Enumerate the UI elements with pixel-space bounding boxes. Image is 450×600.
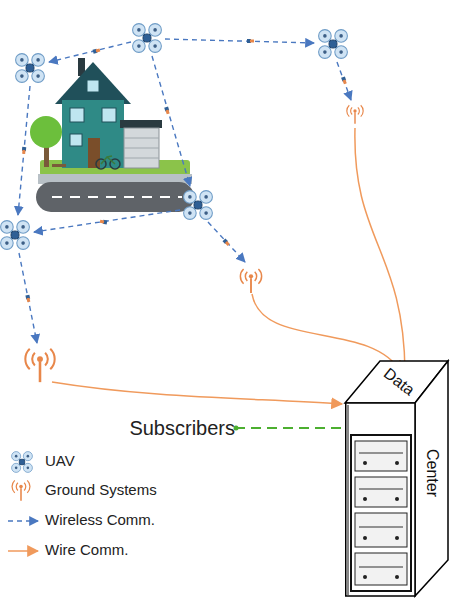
server-slot (359, 567, 403, 568)
house-wall (62, 100, 124, 168)
server-slot (359, 527, 403, 528)
legend-text: Ground Systems (45, 481, 157, 499)
legend-wireless-sample (8, 520, 38, 521)
tree-crown (30, 116, 62, 148)
wireless-link (49, 42, 131, 62)
packet (25, 295, 30, 303)
packet (247, 39, 254, 43)
subscribers-label: Subscribers (108, 414, 235, 442)
server-unit (355, 441, 407, 471)
legend-uav-sample (12, 452, 33, 473)
server-unit (355, 477, 407, 507)
server-led (395, 536, 399, 540)
garage-roof (120, 120, 162, 128)
server-led (395, 575, 399, 579)
wireless-link (152, 56, 190, 186)
window (102, 108, 116, 122)
wire-link (355, 128, 405, 372)
uav-icon (16, 54, 45, 83)
rack-frame (351, 435, 411, 591)
garage-door-line (124, 148, 159, 149)
wire-link (52, 382, 342, 404)
packet (100, 219, 108, 224)
road-marking (52, 196, 182, 198)
window (87, 80, 99, 92)
garage-door-line (124, 158, 159, 159)
server-led (363, 536, 367, 540)
server-slot (359, 489, 403, 490)
subscribers-node: Subscribers (108, 414, 235, 442)
wireless-link (19, 253, 37, 343)
garage (124, 128, 159, 168)
wireless-link (18, 86, 30, 215)
legend-wire-sample (8, 550, 38, 552)
garage-door-line (124, 138, 159, 139)
ground-system-icon (240, 269, 261, 293)
wireless-link (165, 39, 314, 43)
packet (222, 238, 230, 246)
packets (22, 39, 348, 302)
packet (22, 147, 27, 154)
ground-system-icon (347, 105, 363, 124)
wire-link (252, 294, 401, 372)
wireless-links (18, 39, 351, 343)
server-led (395, 497, 399, 501)
packet (93, 48, 101, 54)
uav-icon (319, 30, 348, 59)
window (70, 108, 84, 122)
uav-icon (184, 191, 213, 220)
uav-icon (1, 221, 30, 250)
wire-links (52, 128, 405, 404)
server-led (395, 461, 399, 465)
data-center-rack: DataCenter (345, 355, 450, 598)
wireless-link (34, 210, 180, 232)
uav-icon (133, 24, 162, 53)
rack-side (415, 361, 448, 596)
subscriber-link (235, 427, 345, 429)
wireless-link (337, 62, 351, 100)
rack-front (346, 403, 415, 596)
legend-text: UAV (45, 452, 75, 470)
packet (341, 76, 347, 84)
window (70, 134, 82, 146)
house-scene (30, 58, 194, 212)
legend-text: Wire Comm. (45, 541, 128, 559)
legend-ground-sample (12, 480, 30, 500)
bench (52, 164, 66, 167)
rack-label: Center (424, 449, 440, 497)
server-led (363, 461, 367, 465)
server-led (363, 575, 367, 579)
packet (164, 107, 170, 115)
legend-samples (8, 452, 38, 551)
server-unit (355, 553, 407, 585)
roof (55, 62, 131, 104)
road (36, 182, 194, 212)
server-unit (355, 513, 407, 547)
server-slot (359, 453, 403, 454)
door (88, 138, 100, 168)
server-led (363, 497, 367, 501)
ground-system-icon (25, 349, 54, 382)
legend-text: Wireless Comm. (45, 511, 155, 529)
bicycle-frame (101, 156, 115, 164)
wireless-link (208, 222, 245, 262)
rack-edge (348, 405, 349, 595)
